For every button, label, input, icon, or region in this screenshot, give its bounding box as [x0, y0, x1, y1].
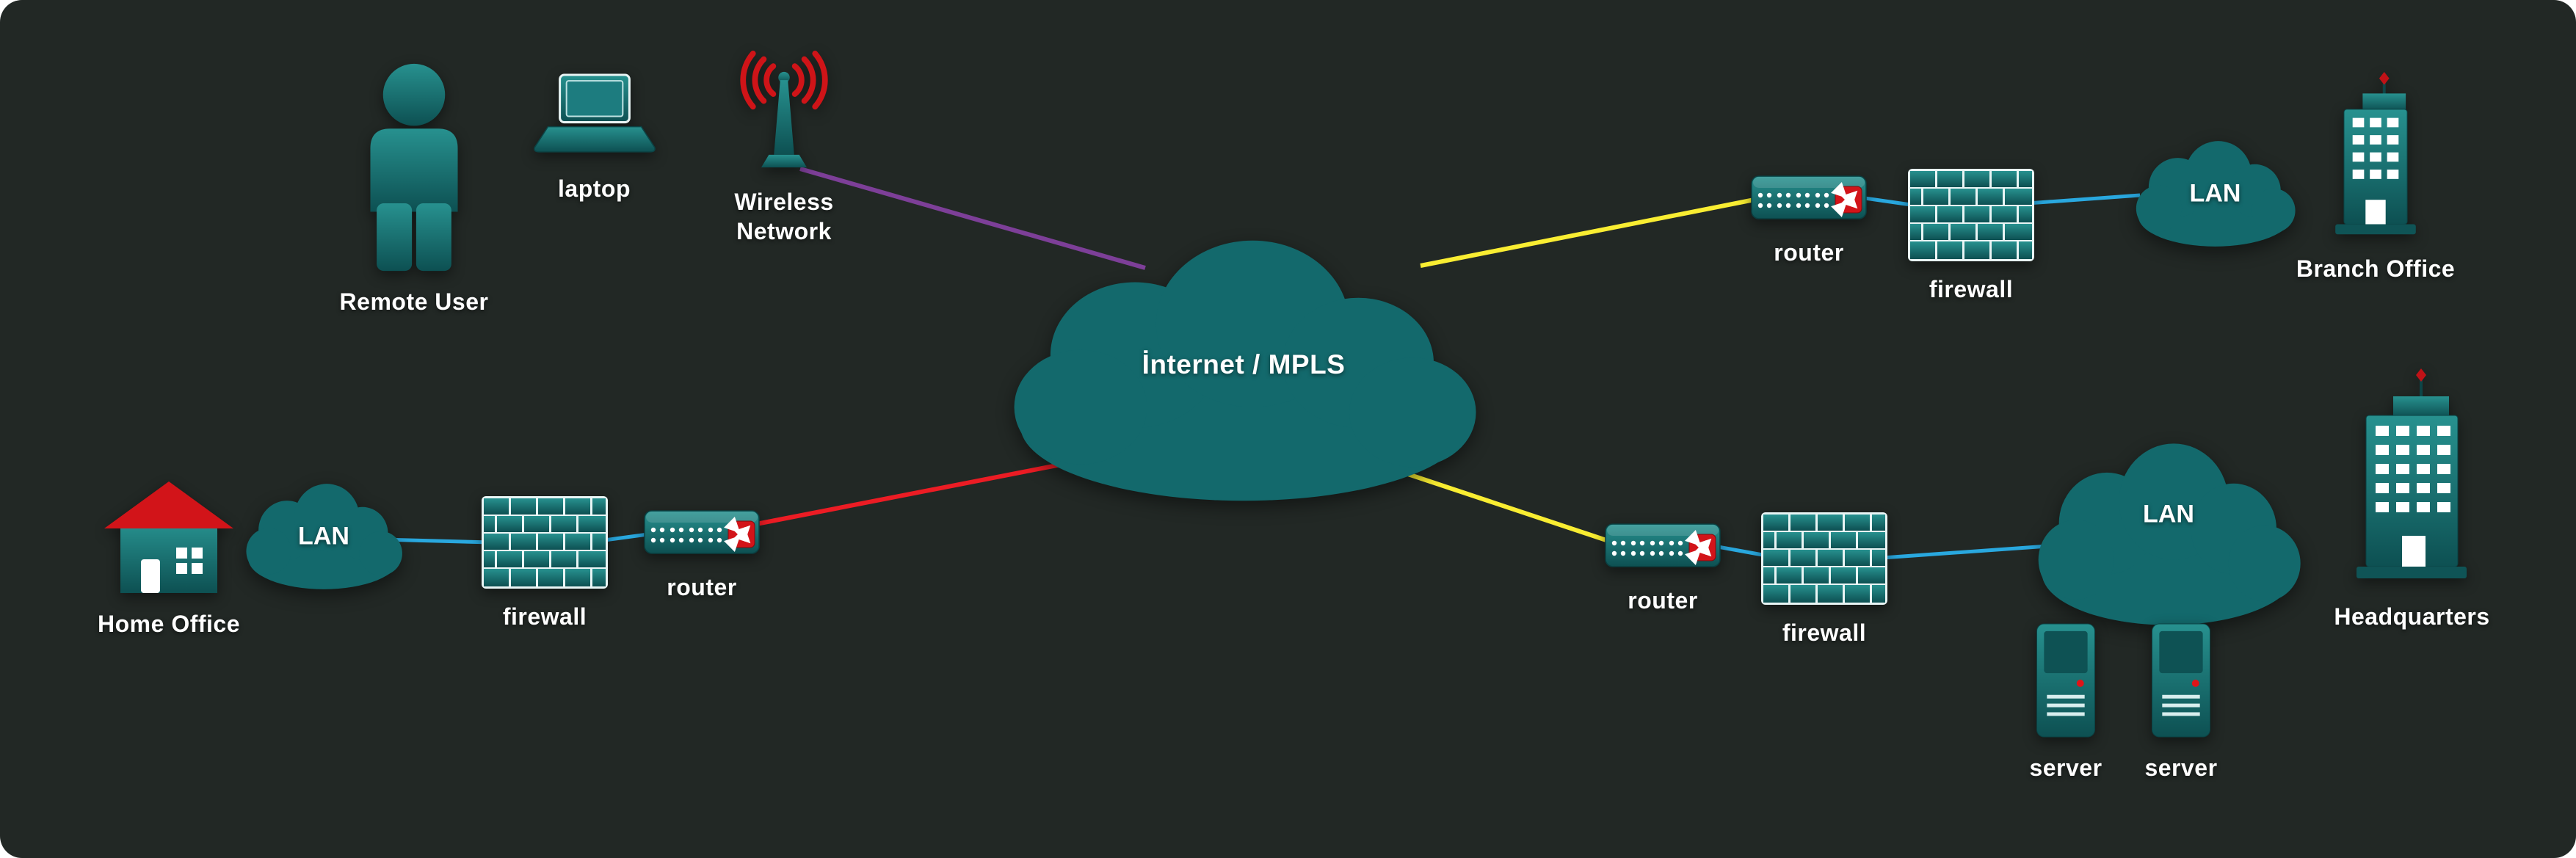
- server-1-node: server: [2029, 622, 2102, 782]
- headquarters-label: Headquarters: [2334, 603, 2490, 630]
- internet-label: İnternet / MPLS: [1142, 349, 1346, 380]
- link-homelan-firewall: [381, 537, 493, 545]
- headquarters-node: Headquarters: [2334, 368, 2489, 631]
- hq-firewall-node: firewall: [1761, 512, 1887, 647]
- home-lan-label: LAN: [298, 522, 349, 550]
- home-firewall-node: firewall: [482, 496, 608, 631]
- home-lan-cloud: LAN: [232, 479, 416, 595]
- home-router-node: router: [643, 502, 761, 602]
- link-hqfirewall-lan: [1882, 544, 2049, 560]
- link-internet-hq: [1372, 460, 1627, 549]
- server-2-label: server: [2144, 755, 2218, 781]
- home-firewall-label: firewall: [502, 603, 587, 630]
- branch-office-node: Branch Office: [2296, 72, 2455, 283]
- firewall-icon: [1908, 169, 2034, 261]
- laptop-node: laptop: [530, 73, 658, 203]
- firewall-icon: [482, 496, 608, 589]
- wireless-label-line1: Wireless: [734, 189, 834, 215]
- home-office-node: Home Office: [98, 477, 240, 639]
- building-icon: [2335, 72, 2416, 235]
- laptop-label: laptop: [558, 175, 631, 202]
- hq-router-node: router: [1604, 515, 1721, 615]
- server-1-label: server: [2029, 755, 2102, 781]
- router-icon: [1605, 523, 1721, 567]
- link-branchrouter-firewall: [1864, 196, 1917, 208]
- cloud-icon: [2038, 443, 2301, 625]
- hq-lan-cloud: LAN: [2014, 435, 2323, 634]
- hq-router-label: router: [1628, 587, 1698, 614]
- wireless-network-node: Wireless Network: [711, 48, 857, 246]
- server-2-node: server: [2144, 622, 2218, 782]
- firewall-icon: [1761, 512, 1887, 605]
- hq-firewall-label: firewall: [1782, 619, 1867, 646]
- user-icon: [370, 63, 458, 272]
- internet-cloud: İnternet / MPLS: [972, 228, 1515, 514]
- link-home-internet: [748, 462, 1062, 528]
- home-office-label: Home Office: [98, 611, 240, 637]
- remote-user-label: Remote User: [339, 288, 489, 315]
- branch-firewall-node: firewall: [1908, 169, 2034, 304]
- house-icon: [104, 481, 233, 593]
- branch-office-label: Branch Office: [2296, 255, 2456, 282]
- branch-lan-label: LAN: [2189, 179, 2241, 208]
- branch-lan-cloud: LAN: [2122, 136, 2309, 252]
- branch-firewall-label: firewall: [1929, 276, 2014, 302]
- router-icon: [644, 510, 760, 554]
- remote-user-node: Remote User: [326, 62, 502, 316]
- branch-router-node: router: [1750, 167, 1868, 267]
- cloud-icon: [1014, 240, 1476, 501]
- home-router-label: router: [667, 574, 737, 600]
- antenna-icon: [740, 51, 828, 168]
- server-icon: [2036, 623, 2095, 738]
- cloud-icon: [246, 484, 402, 589]
- hq-lan-label: LAN: [2143, 500, 2194, 528]
- cloud-icon: [2136, 141, 2296, 247]
- link-branchfirewall-lan: [2027, 193, 2141, 206]
- building-icon: [2357, 368, 2467, 578]
- branch-router-label: router: [1774, 239, 1844, 266]
- wireless-label-line2: Network: [736, 218, 832, 244]
- link-wireless-internet: [799, 167, 1146, 270]
- router-icon: [1751, 175, 1867, 219]
- server-icon: [2152, 623, 2210, 738]
- laptop-icon: [533, 73, 656, 153]
- link-internet-branch: [1420, 196, 1763, 268]
